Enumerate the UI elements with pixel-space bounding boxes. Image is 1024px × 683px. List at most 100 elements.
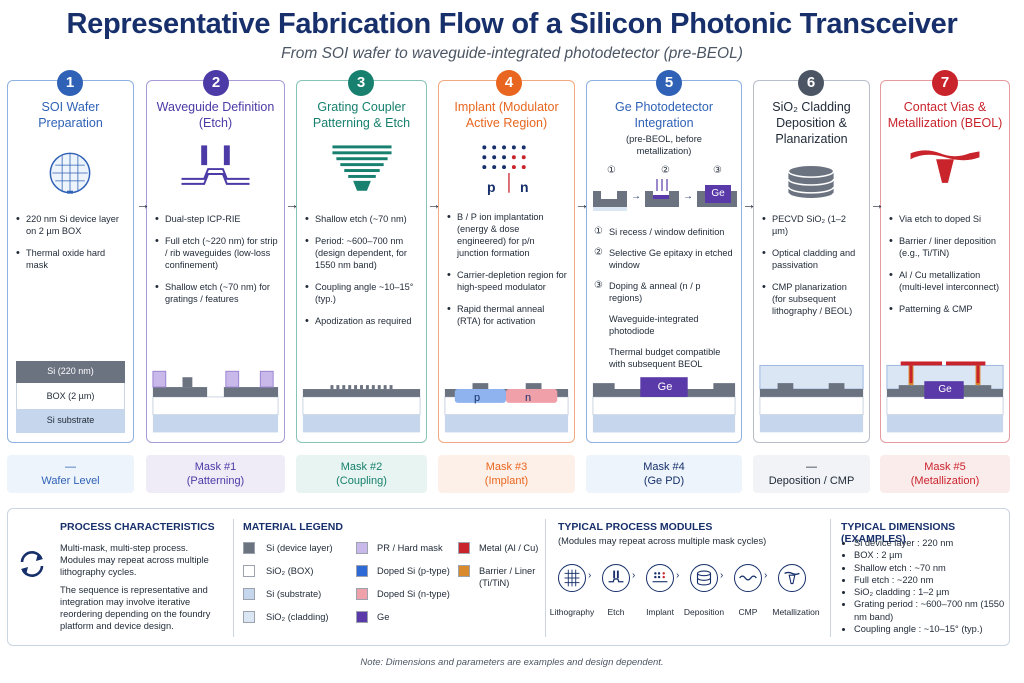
legend-label: Doped Si (p-type) — [377, 566, 450, 576]
step-card-7: Contact Vias & Metallization (BEOL) Via … — [880, 80, 1010, 443]
p-region-label: p — [474, 392, 481, 404]
bullet-item: Full etch (~220 nm) for strip / rib wave… — [154, 235, 278, 271]
process-title: PROCESS CHARACTERISTICS — [60, 521, 215, 533]
page-subtitle: From SOI wafer to waveguide-integrated p… — [281, 45, 743, 62]
mask-box-1: —Wafer Level — [7, 455, 134, 493]
dim-item: BOX : 2 µm — [854, 549, 1006, 561]
page-title: Representative Fabrication Flow of a Sil… — [66, 8, 958, 40]
legend-swatch — [356, 611, 368, 623]
legend-label: Si (device layer) — [266, 543, 333, 553]
dim-item: SiO₂ cladding : 1–2 µm — [854, 586, 1006, 598]
bullet-item: Via etch to doped Si — [888, 213, 1003, 225]
legend-label: Si (substrate) — [266, 589, 322, 599]
flow-arrow-icon: → — [285, 196, 299, 212]
step-title: SOI Wafer Preparation — [38, 100, 103, 130]
bullet-item: Waveguide-integrated photodiode — [609, 314, 699, 336]
mask-box-7: Mask #5(Metallization) — [880, 455, 1010, 493]
dim-item: Si device layer : 220 nm — [854, 537, 1006, 549]
bullet-item: Rapid thermal anneal (RTA) for activatio… — [446, 303, 568, 327]
cycle-icon — [20, 551, 44, 577]
step-card-3: Grating Coupler Patterning & Etch Shallo… — [296, 80, 427, 443]
cross-section — [152, 370, 279, 433]
n-label: n — [520, 179, 529, 195]
cross-section — [444, 383, 569, 433]
cross-section — [886, 361, 1004, 433]
module-label: Metallization — [772, 607, 820, 617]
step-badge-7: 7 — [932, 70, 958, 96]
deposition-module-icon — [690, 564, 718, 592]
bullet-item: PECVD SiO₂ (1–2 µm) — [761, 213, 863, 237]
ge-sequence-icon: → → — [593, 179, 737, 211]
legend-swatch — [356, 565, 368, 577]
dims-list: Si device layer : 220 nm BOX : 2 µm Shal… — [844, 537, 1006, 635]
cross-section — [302, 385, 421, 433]
step-card-1: SOI Wafer Preparation 220 nm Si device l… — [7, 80, 134, 443]
svg-text:→: → — [631, 191, 641, 202]
wafer-icon — [49, 152, 91, 194]
bullet-item: Apodization as required — [304, 315, 420, 327]
process-text-1: Multi-mask, multi-step process. Modules … — [60, 543, 209, 577]
mask-box-4: Mask #3(Implant) — [438, 455, 575, 493]
dim-item: Coupling angle : ~10–15° (typ.) — [854, 623, 1006, 635]
step-bullets: 220 nm Si device layer on 2 µm BOX Therm… — [15, 213, 127, 281]
metallization-module-icon — [778, 564, 806, 592]
bullet-item: Thermal oxide hard mask — [15, 247, 127, 271]
step-title: Implant (Modulator Active Region) — [454, 100, 559, 130]
modules-subtitle: (Modules may repeat across multiple mask… — [558, 536, 767, 546]
modules-title: TYPICAL PROCESS MODULES — [558, 521, 713, 533]
legend-label: Metal (Al / Cu) — [479, 543, 539, 553]
legend-swatch — [243, 565, 255, 577]
bullet-item: Optical cladding and passivation — [761, 247, 863, 271]
legend-label: Doped Si (n-type) — [377, 589, 450, 599]
mask-box-6: —Deposition / CMP — [753, 455, 870, 493]
step-subtitle: (pre-BEOL, before metallization) — [626, 134, 702, 156]
process-text-2: The sequence is representative and integ… — [60, 585, 211, 631]
etch-module-icon — [602, 564, 630, 592]
module-label: Implant — [646, 607, 674, 617]
legend-label: Ge — [377, 612, 390, 622]
step-bullets: Via etch to doped Si Barrier / liner dep… — [888, 213, 1003, 325]
step-badge-5: 5 — [656, 70, 682, 96]
bullet-item: Thermal budget compatible with subsequen… — [609, 347, 721, 369]
mask-box-3: Mask #2(Coupling) — [296, 455, 427, 493]
legend-label: Barrier / Liner (Ti/TiN) — [479, 566, 536, 588]
bullet-item: Shallow etch (~70 nm) for gratings / fea… — [154, 281, 278, 305]
p-label: p — [487, 179, 496, 195]
info-panel: PROCESS CHARACTERISTICS Multi-mask, mult… — [7, 508, 1010, 646]
ge-region-label: Ge — [657, 381, 673, 393]
module-label: Lithography — [549, 607, 595, 617]
ge-icon-label: Ge — [711, 188, 725, 199]
step-badge-6: 6 — [798, 70, 824, 96]
step-card-6: SiO₂ Cladding Deposition & Planarization… — [753, 80, 870, 443]
step-bullets: Dual-step ICP-RIE Full etch (~220 nm) fo… — [154, 213, 278, 315]
step-bullets: PECVD SiO₂ (1–2 µm) Optical cladding and… — [761, 213, 863, 327]
step-title: Grating Coupler Patterning & Etch — [312, 100, 411, 130]
box-layer — [16, 383, 125, 409]
bullet-item: Al / Cu metallization (multi-level inter… — [888, 269, 1003, 293]
legend-swatch — [458, 542, 470, 554]
box-layer-label: BOX (2 µm) — [46, 391, 95, 401]
cross-section — [759, 364, 864, 433]
bullet-item: Coupling angle ~10–15° (typ.) — [304, 281, 420, 305]
flow-arrow-icon: → — [427, 196, 441, 212]
step-badge-2: 2 — [203, 70, 229, 96]
legend-swatch — [356, 588, 368, 600]
substrate-layer — [16, 409, 125, 433]
cmp-module-icon — [734, 564, 762, 592]
grating-icon — [332, 145, 392, 191]
metal-via-icon — [910, 150, 980, 183]
legend-swatch — [243, 588, 255, 600]
bullet-item: Barrier / liner deposition (e.g., Ti/TiN… — [888, 235, 1003, 259]
dim-item: Grating period : ~600–700 nm (1550 nm ba… — [854, 598, 1006, 623]
legend-swatch — [243, 611, 255, 623]
legend-title: MATERIAL LEGEND — [243, 521, 343, 533]
step-title: Contact Vias & Metallization (BEOL) — [887, 100, 1003, 130]
bullet-item: Carrier-depletion region for high-speed … — [446, 269, 568, 293]
step-bullets: B / P ion implantation (energy & dose en… — [446, 211, 568, 337]
step-title: Ge Photodetector Integration — [615, 100, 713, 130]
seq-num-2: ② — [661, 165, 670, 176]
module-label: CMP — [738, 607, 758, 617]
seq-num-3: ③ — [713, 165, 722, 176]
